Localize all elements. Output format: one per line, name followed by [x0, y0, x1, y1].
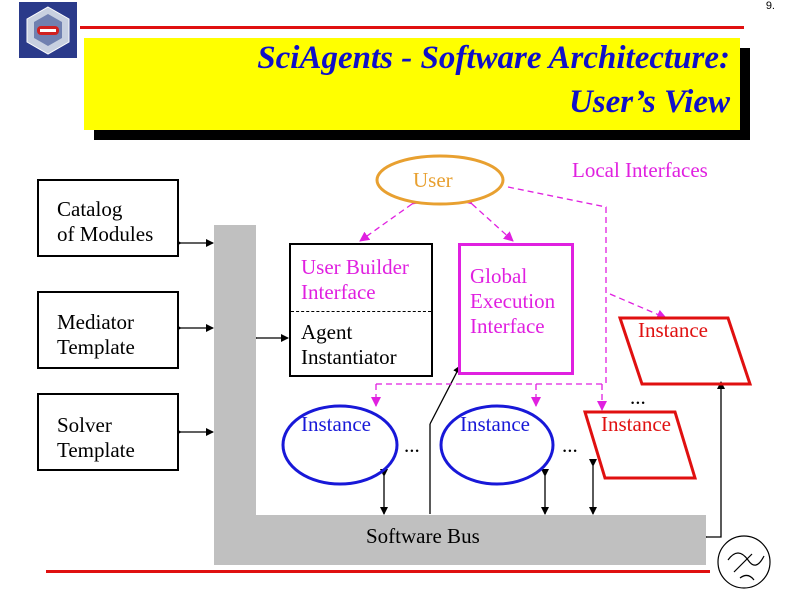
- instance-label-2: Instance: [460, 412, 530, 436]
- solver-line-1: Solver: [57, 413, 112, 437]
- solver-template-box: Solver Template: [37, 393, 179, 471]
- catalog-line-1: Catalog: [57, 197, 123, 221]
- instantiator-line-2: Instantiator: [301, 345, 397, 369]
- software-bus: [214, 515, 706, 565]
- software-bus-label: Software Bus: [366, 524, 480, 548]
- global-line-2: Execution: [470, 289, 556, 313]
- university-seal-icon: [19, 2, 77, 58]
- instantiator-line-1: Agent: [301, 320, 353, 344]
- mediator-template-box: Mediator Template: [37, 291, 179, 369]
- user-node: [375, 154, 505, 206]
- bottom-rule: [46, 570, 710, 573]
- title-line-1: SciAgents - Software Architecture:: [257, 40, 730, 76]
- title-banner: SciAgents - Software Architecture: User’…: [84, 38, 740, 130]
- instance-label-remote-low: Instance: [601, 412, 671, 436]
- global-line-3: Interface: [470, 314, 545, 338]
- catalog-line-2: of Modules: [57, 222, 154, 246]
- builder-instantiator-box: User Builder Interface Agent Instantiato…: [289, 243, 433, 377]
- module-connectors: [174, 239, 725, 541]
- instance-node-remote-high: [617, 316, 753, 386]
- top-rule: [80, 26, 744, 29]
- user-label: User: [413, 168, 453, 192]
- instance-node-1: [281, 404, 399, 486]
- global-execution-interface-box: Global Execution Interface: [458, 243, 574, 375]
- builder-line-2: Interface: [301, 280, 376, 304]
- ellipsis-3: ...: [630, 385, 646, 409]
- instance-node-2: [439, 404, 555, 486]
- bus-vertical: [214, 225, 256, 565]
- global-line-1: Global: [470, 264, 528, 288]
- catalog-of-modules-box: Catalog of Modules: [37, 179, 179, 257]
- instance-label-remote-high: Instance: [638, 318, 708, 342]
- instance-node-remote-low: [582, 410, 698, 480]
- university-signature-icon: [717, 535, 771, 589]
- title-line-2: User’s View: [568, 84, 730, 120]
- instance-label-1: Instance: [301, 412, 371, 436]
- mediator-line-2: Template: [57, 335, 135, 359]
- mediator-line-1: Mediator: [57, 310, 134, 334]
- ellipsis-2: ...: [562, 433, 578, 457]
- solver-line-2: Template: [57, 438, 135, 462]
- local-interface-connectors: [359, 186, 667, 411]
- local-interfaces-label: Local Interfaces: [572, 158, 708, 182]
- page-number: 9.: [765, 0, 775, 12]
- builder-divider: [291, 311, 431, 312]
- builder-line-1: User Builder: [301, 255, 409, 279]
- ellipsis-1: ...: [404, 433, 420, 457]
